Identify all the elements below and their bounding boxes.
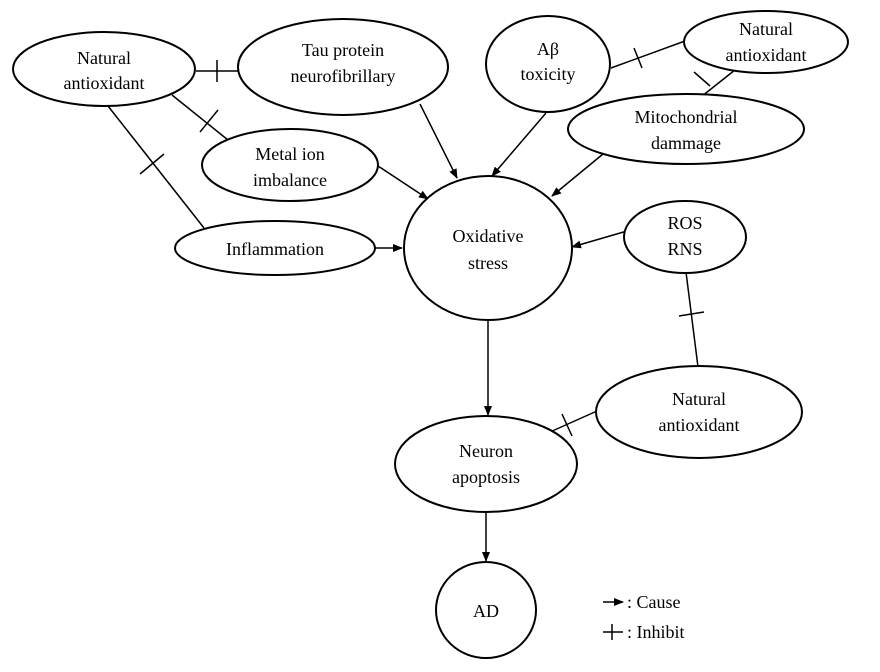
node-natural-antioxidant-bottom-right: Natural antioxidant — [595, 365, 803, 459]
node-label-line: dammage — [651, 133, 721, 153]
legend-inhibit-icon — [603, 624, 623, 640]
edge-antioxidant-inhibits-ros — [685, 271, 699, 368]
inhibit-tick — [693, 71, 711, 87]
legend: : Cause : Inhibit — [603, 592, 685, 642]
node-abeta-toxicity: Aβ toxicity — [485, 15, 611, 113]
node-label-line: antioxidant — [659, 415, 740, 435]
node-label-line: Natural — [672, 389, 726, 409]
node-label-line: neurofibrillary — [291, 66, 396, 86]
edge-antioxidant-inhibits-metal — [171, 94, 229, 141]
legend-inhibit-label: : Inhibit — [627, 622, 685, 642]
node-inflammation: Inflammation — [174, 220, 376, 276]
inhibit-tick — [139, 153, 165, 175]
node-label-line: Metal ion — [255, 144, 325, 164]
edge-antioxidant-inhibits-apoptosis — [549, 410, 598, 433]
node-neuron-apoptosis: Neuron apoptosis — [394, 415, 578, 513]
node-label-line: Aβ — [537, 39, 559, 59]
node-ad: AD — [435, 561, 537, 659]
node-label-line: Tau protein — [302, 40, 384, 60]
node-label-line: Natural — [77, 48, 131, 68]
edge-antioxidant-inhibits-abeta — [610, 40, 686, 69]
inhibit-tick — [199, 109, 219, 133]
edge-abeta-to-oxidative — [491, 112, 547, 177]
node-label-line: toxicity — [521, 64, 576, 84]
edge-ros-to-oxidative — [571, 230, 628, 249]
node-label-line: Mitochondrial — [635, 107, 738, 127]
node-label-line: Inflammation — [226, 239, 324, 259]
inhibit-tick — [633, 47, 643, 69]
inhibit-tick — [561, 413, 573, 437]
edge-antioxidant-inhibits-inflammation — [107, 105, 205, 229]
edge-mito-to-oxidative — [551, 153, 604, 197]
node-natural-antioxidant-top-right: Natural antioxidant — [683, 10, 849, 74]
edge-tau-to-oxidative — [419, 103, 458, 179]
node-label-line: ROS — [667, 213, 702, 233]
node-tau-protein: Tau protein neurofibrillary — [237, 18, 449, 116]
node-label-line: RNS — [667, 239, 702, 259]
node-oxidative-stress: Oxidative stress — [403, 175, 573, 321]
node-label-line: stress — [468, 253, 508, 273]
nodes: Natural antioxidant Tau protein neurofib… — [12, 10, 849, 659]
node-label-line: Oxidative — [453, 226, 524, 246]
node-metal-ion-imbalance: Metal ion imbalance — [201, 128, 379, 202]
inhibit-tick — [678, 311, 705, 317]
node-natural-antioxidant-left: Natural antioxidant — [12, 31, 196, 107]
node-label-line: apoptosis — [452, 467, 520, 487]
node-label-line: Neuron — [459, 441, 513, 461]
edges — [107, 40, 741, 562]
node-label-line: Natural — [739, 19, 793, 39]
node-label-line: AD — [473, 601, 499, 621]
node-mitochondrial-damage: Mitochondrial dammage — [567, 93, 805, 165]
node-label-line: antioxidant — [726, 45, 807, 65]
node-label-line: antioxidant — [64, 73, 145, 93]
node-ros-rns: ROS RNS — [623, 200, 747, 274]
edge-metal-to-oxidative — [371, 161, 429, 200]
node-label-line: imbalance — [253, 170, 327, 190]
legend-cause-label: : Cause — [627, 592, 681, 612]
